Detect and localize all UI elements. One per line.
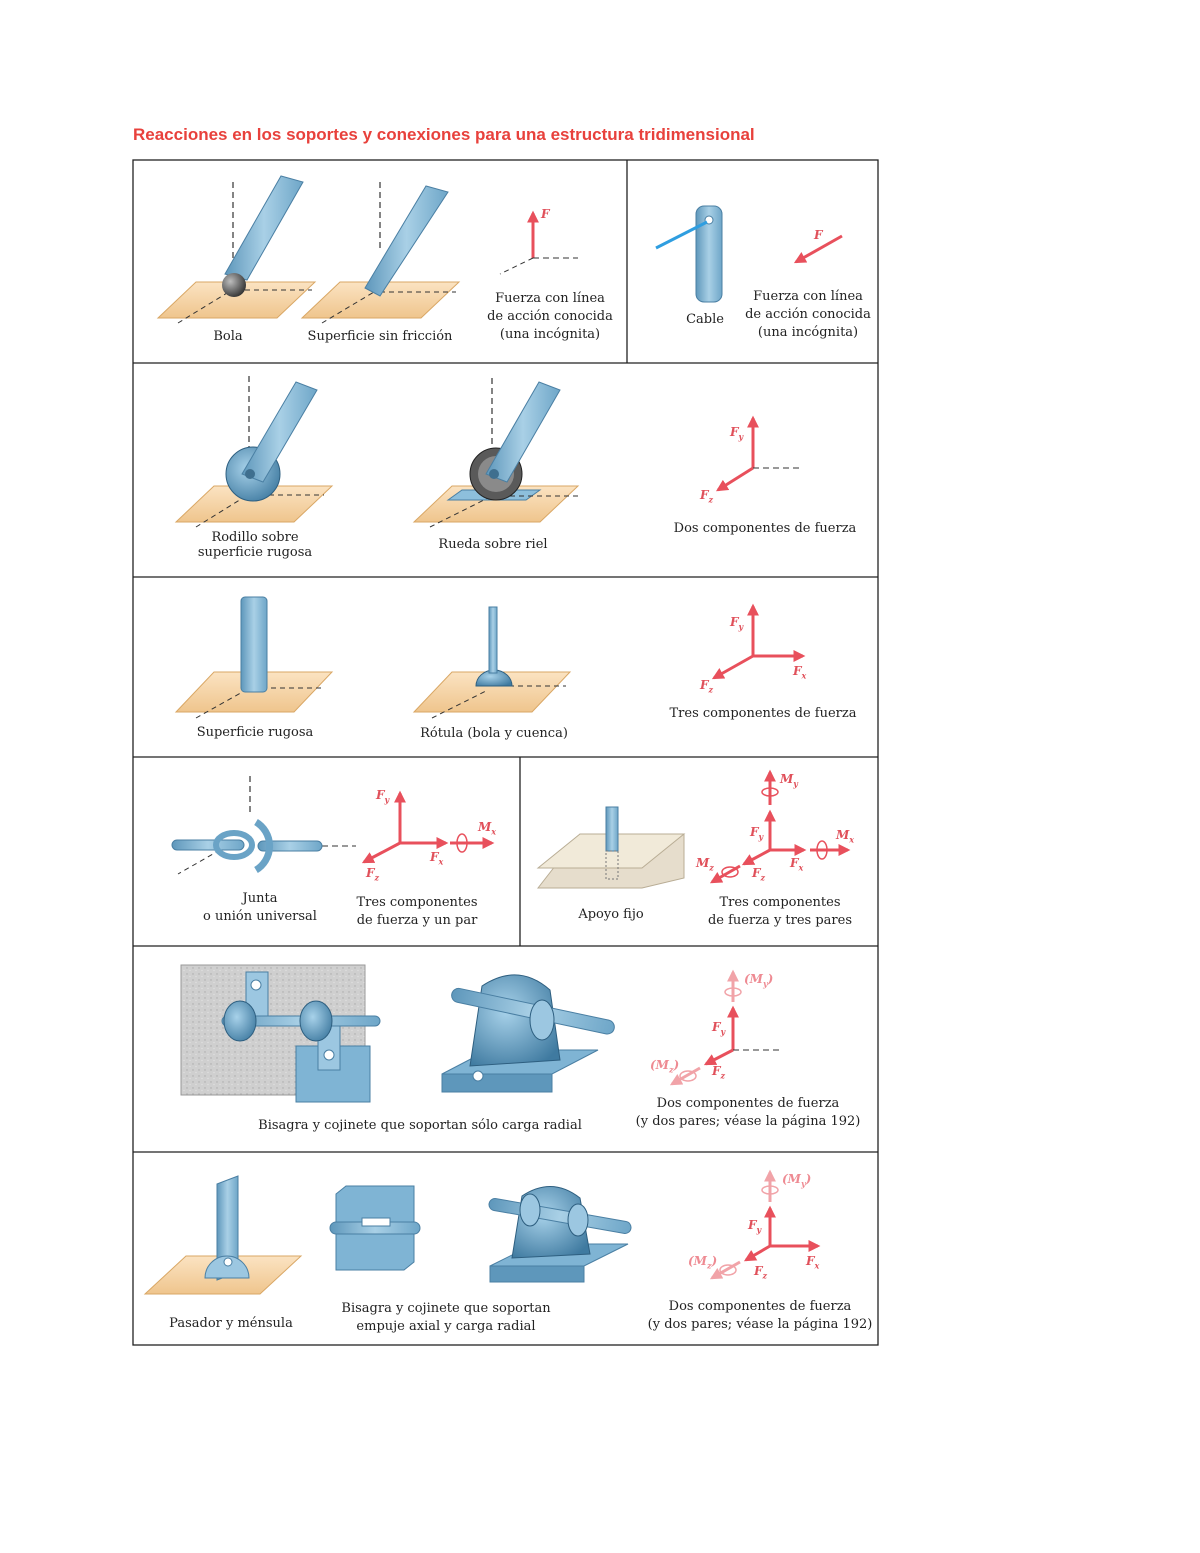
label-cable-known-line-of-action: Fuerza con línea de acción conocida (una…	[745, 289, 871, 340]
label-cable: Cable	[686, 312, 724, 327]
symbol-Mx-row4b: Mx	[836, 828, 855, 845]
symbol-Fy-row5: Fy	[712, 1020, 726, 1037]
symbol-My-paren-row5: (My)	[744, 972, 774, 989]
symbol-Fy-row6: Fy	[748, 1218, 762, 1235]
label-roller-rough-surface: Rodillo sobre superficie rugosa	[197, 530, 313, 560]
table-grid	[132, 159, 879, 1346]
symbol-Fy-row4b: Fy	[750, 825, 764, 842]
label-two-forces-two-couples-row6: Dos componentes de fuerza (y dos pares; …	[647, 1299, 873, 1332]
label-rough-surface: Superficie rugosa	[196, 725, 314, 740]
symbol-Fx-row4b: Fx	[790, 856, 804, 873]
symbol-Fz-row3: Fz	[700, 678, 714, 695]
label-ball-and-socket: Rótula (bola y cuenca)	[420, 726, 568, 741]
symbol-Fz-row6: Fz	[754, 1264, 768, 1281]
label-pin-and-bracket: Pasador y ménsula	[169, 1316, 293, 1331]
force-diagram-cable	[793, 234, 843, 264]
force-diagram-three-forces-one-couple	[361, 790, 495, 864]
symbol-F: F	[541, 207, 550, 221]
label-frictionless-surface: Superficie sin fricción	[307, 329, 453, 344]
force-diagram-three-forces-three-couples	[709, 769, 851, 884]
label-three-force-components: Tres componentes de fuerza	[669, 706, 857, 721]
symbol-Fx-row6: Fx	[806, 1254, 820, 1271]
symbol-My-paren-row6: (My)	[782, 1172, 812, 1189]
symbol-Fz-row4b: Fz	[752, 866, 766, 883]
bearing-thrust-radial-illustration	[488, 1186, 632, 1283]
label-hinge-bearing-thrust-radial: Bisagra y cojinete que soportan empuje a…	[341, 1301, 551, 1334]
page-title: Reacciones en los soportes y conexiones …	[133, 125, 755, 144]
fixed-support-illustration	[536, 806, 686, 889]
ball-and-socket-illustration	[412, 606, 572, 719]
symbol-Fz-row4a: Fz	[366, 866, 380, 883]
pin-and-bracket-illustration	[143, 1175, 303, 1295]
symbol-My-row4b: My	[780, 772, 798, 789]
bearing-radial-load-illustration	[441, 974, 615, 1093]
label-ball: Bola	[213, 329, 243, 344]
cable-illustration	[655, 205, 723, 303]
symbol-Fz-row5: Fz	[712, 1064, 726, 1081]
symbol-Mz-row4b: Mz	[696, 856, 714, 873]
symbol-F-cable: F	[814, 228, 823, 242]
symbol-Mz-paren-row5: (Mz)	[650, 1058, 680, 1075]
symbol-Fx-row4a: Fx	[430, 850, 444, 867]
force-diagram-one-unknown	[499, 210, 578, 275]
symbol-Fy-row4a: Fy	[376, 788, 390, 805]
label-fixed-support: Apoyo fijo	[578, 907, 644, 922]
symbol-Fy-row2: Fy	[730, 425, 744, 442]
label-three-forces-three-couples: Tres componentes de fuerza y tres pares	[707, 895, 853, 928]
symbol-Fx-row3: Fx	[793, 664, 807, 681]
label-hinge-bearing-radial: Bisagra y cojinete que soportan sólo car…	[258, 1118, 582, 1133]
force-diagram-two-forces-two-couples	[669, 969, 782, 1086]
wheel-on-rail-illustration	[412, 378, 580, 528]
symbol-Mx-row4a: Mx	[478, 820, 497, 837]
rough-surface-illustration	[174, 596, 334, 719]
ball-support-illustration	[156, 175, 317, 324]
label-two-force-components: Dos componentes de fuerza	[673, 521, 857, 536]
label-universal-joint: Junta o unión universal	[203, 891, 317, 924]
hinge-thrust-radial-illustration	[329, 1185, 421, 1271]
label-two-forces-two-couples: Dos componentes de fuerza (y dos pares; …	[635, 1096, 861, 1129]
label-wheel-on-rail: Rueda sobre riel	[438, 537, 548, 552]
label-known-line-of-action: Fuerza con línea de acción conocida (una…	[487, 291, 613, 342]
symbol-Fy-row3: Fy	[730, 615, 744, 632]
force-diagram-two-components	[715, 415, 800, 492]
symbol-Fz-row2: Fz	[700, 488, 714, 505]
symbol-Mz-paren-row6: (Mz)	[688, 1254, 718, 1271]
force-diagram-three-components	[711, 603, 806, 680]
universal-joint-illustration	[171, 776, 356, 875]
roller-rough-surface-illustration	[174, 376, 334, 528]
label-three-forces-one-couple: Tres componentes de fuerza y un par	[356, 895, 478, 928]
hinge-radial-load-illustration	[180, 964, 381, 1103]
frictionless-surface-illustration	[300, 182, 461, 324]
force-diagram-row6	[709, 1169, 821, 1280]
